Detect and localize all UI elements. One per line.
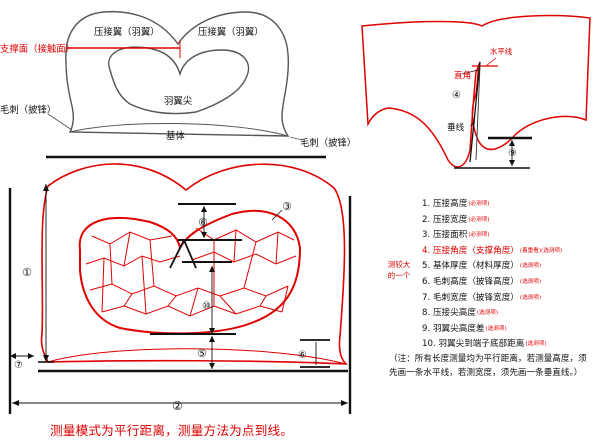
dim-9-arrowhead-bottom [509, 160, 515, 166]
dim-2-arrowhead-left [12, 400, 19, 406]
horizontal-label-leader [485, 57, 497, 67]
dim-1-arrowhead-bottom [43, 355, 49, 362]
top-cross-section: 压接翼（羽翼） 压接翼（羽翼） 支撑面（接触面） 羽翼尖 基体 毛刺（披锋） 毛… [0, 10, 356, 149]
marker-3: ③ [282, 200, 292, 213]
marker-9: ⑨ [508, 148, 517, 159]
marker-4-right: ④ [452, 90, 461, 101]
support-face-label: 支撑面（接触面） [0, 43, 75, 55]
burr-left-leader [47, 113, 73, 131]
wing-right-label: 压接翼（羽翼） [198, 26, 264, 38]
conductor-strands-outline [78, 209, 302, 335]
measurement-mode-footer: 测量模式为平行距离，测量方法为点到线。 [50, 423, 294, 438]
wing-tip-right-slope [183, 239, 197, 269]
marker-7: ⑦ [14, 360, 23, 371]
dim-10-arrowhead-bottom [209, 328, 215, 334]
main-terminal-outline [40, 163, 349, 365]
dim-8-arrowhead-top [201, 206, 207, 212]
marker-3-leader [271, 209, 283, 221]
burr-right-label: 毛刺（披锋） [300, 137, 356, 149]
horizontal-line-label: 水平线 [490, 47, 513, 56]
wing-tip-label: 羽翼尖 [164, 95, 192, 107]
dim-7-arrowhead-left [10, 353, 16, 359]
dim-9-arrowhead-top [509, 140, 515, 146]
right-angle-label: 直角 [454, 69, 471, 81]
legend-item-9: 9. 羽翼尖高度差(选测项) [422, 323, 507, 334]
legend-item-4: 4. 压接角度（支撑角度）(着重看)(选测项) [422, 245, 563, 256]
right-angle-detail: 水平线 直角 ④ 垂线 ⑨ [361, 14, 591, 169]
legend-item-6: 6. 毛刺高度（披锋高度）(选测项) [422, 276, 542, 287]
top-base-edge [69, 122, 289, 137]
burr-left-label: 毛刺（披锋） [0, 104, 56, 116]
vertical-label-leader [469, 121, 476, 127]
dim-8-arrowhead-bottom [201, 232, 207, 238]
measurement-legend: 1. 压接高度(必测项) 2. 压接宽度(必测项) 3. 压接面积(必测项) 4… [422, 197, 594, 353]
legend-item-5: 5. 基体厚度（材料厚度）(选测项) [422, 261, 542, 272]
wing-tip-left-slope [169, 239, 185, 269]
measurement-note: （注：所有长度测量均为平行距离，若测量高度，须先画一条水平线，若测宽度，须先画一… [389, 354, 587, 379]
marker-8: ⑧ [198, 216, 208, 229]
right-angle-vertical [469, 61, 481, 163]
strand-mesh [85, 227, 297, 317]
marker-10: ⑩ [202, 301, 211, 312]
marker-2: ② [172, 399, 183, 413]
right-angle-slant [475, 65, 481, 161]
legend-item-7: 7. 毛刺宽度（披锋宽度）(选测项) [422, 292, 542, 303]
right-detail-outline [361, 14, 591, 168]
vertical-line-label: 垂线 [447, 121, 465, 133]
marker-6: ⑥ [298, 350, 307, 361]
legend-item-3: 3. 压接面积(必测项) [422, 230, 490, 241]
burr-larger-note: 测较大的一个 [387, 260, 411, 280]
right-angle-leader [461, 69, 479, 75]
dim-5-arrowhead-top [209, 336, 215, 342]
burr-right-leader [289, 136, 303, 141]
marker-1: ① [22, 266, 32, 279]
legend-item-1: 1. 压接高度(必测项) [422, 199, 490, 209]
main-cross-section: ① ② ③ ⑤ ⑥ ⑦ ⑧ ⑩ [8, 155, 352, 414]
marker-5: ⑤ [197, 347, 207, 360]
dim-1-arrowhead-top [43, 184, 49, 191]
dim-10-arrowhead-top [209, 266, 215, 272]
main-base-inner-edge [47, 348, 347, 365]
dim-5-arrowhead-bottom [209, 363, 215, 369]
base-label: 基体 [166, 130, 185, 142]
legend-item-10: 10. 羽翼尖到端子底部距离(选测项) [422, 339, 547, 350]
legend-item-2: 2. 压接宽度(必测项) [422, 214, 490, 225]
legend-item-8: 8. 压接尖高度(选测项) [422, 308, 499, 319]
dim-2-arrowhead-right [341, 400, 348, 406]
top-terminal-outline [65, 10, 290, 137]
dim-7-arrowhead-right [28, 353, 34, 359]
wing-left-label: 压接翼（羽翼） [94, 26, 160, 38]
